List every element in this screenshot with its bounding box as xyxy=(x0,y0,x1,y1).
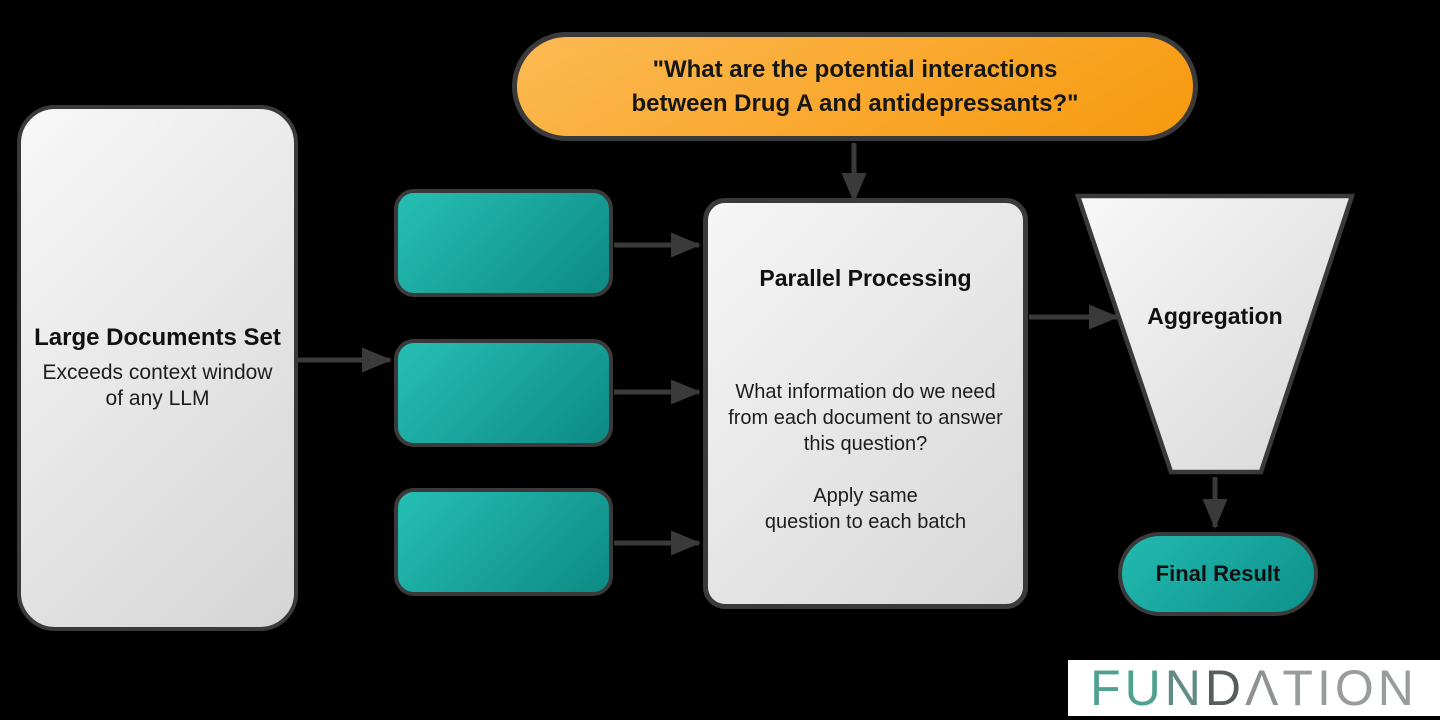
parallel-processing-node: Parallel Processing What information do … xyxy=(703,198,1028,609)
logo-letter-i: I xyxy=(1316,660,1335,716)
batch-box-3 xyxy=(394,488,613,596)
aggregation-funnel-shape xyxy=(1074,193,1356,475)
batch-box-1 xyxy=(394,189,613,297)
batch-box-2 xyxy=(394,339,613,447)
aggregation-label: Aggregation xyxy=(1147,303,1283,329)
documents-subtitle: Exceeds context window of any LLM xyxy=(42,361,273,410)
logo-letter-f: F xyxy=(1090,660,1125,716)
question-pill-node: "What are the potential interactions bet… xyxy=(512,32,1198,141)
logo-letter-u: U xyxy=(1124,660,1165,716)
documents-title: Large Documents Set xyxy=(34,324,281,351)
logo-letter-a: Λ xyxy=(1245,660,1283,716)
fundation-logo-text: FUNDΛTION xyxy=(1090,663,1418,713)
logo-letter-t: T xyxy=(1282,660,1317,716)
fundation-logo: FUNDΛTION xyxy=(1068,660,1440,716)
parallel-processing-title: Parallel Processing xyxy=(759,265,972,291)
final-result-label: Final Result xyxy=(1155,561,1281,586)
logo-letter-o: O xyxy=(1334,660,1378,716)
question-text: "What are the potential interactions bet… xyxy=(631,55,1079,117)
logo-letter-d: D xyxy=(1204,660,1245,716)
parallel-processing-body: What information do we need from each do… xyxy=(728,381,1003,533)
large-documents-set-node: Large Documents Set Exceeds context wind… xyxy=(17,105,298,631)
logo-letter-n1: N xyxy=(1164,660,1205,716)
logo-letter-n2: N xyxy=(1377,660,1418,716)
final-result-node: Final Result xyxy=(1118,532,1318,616)
